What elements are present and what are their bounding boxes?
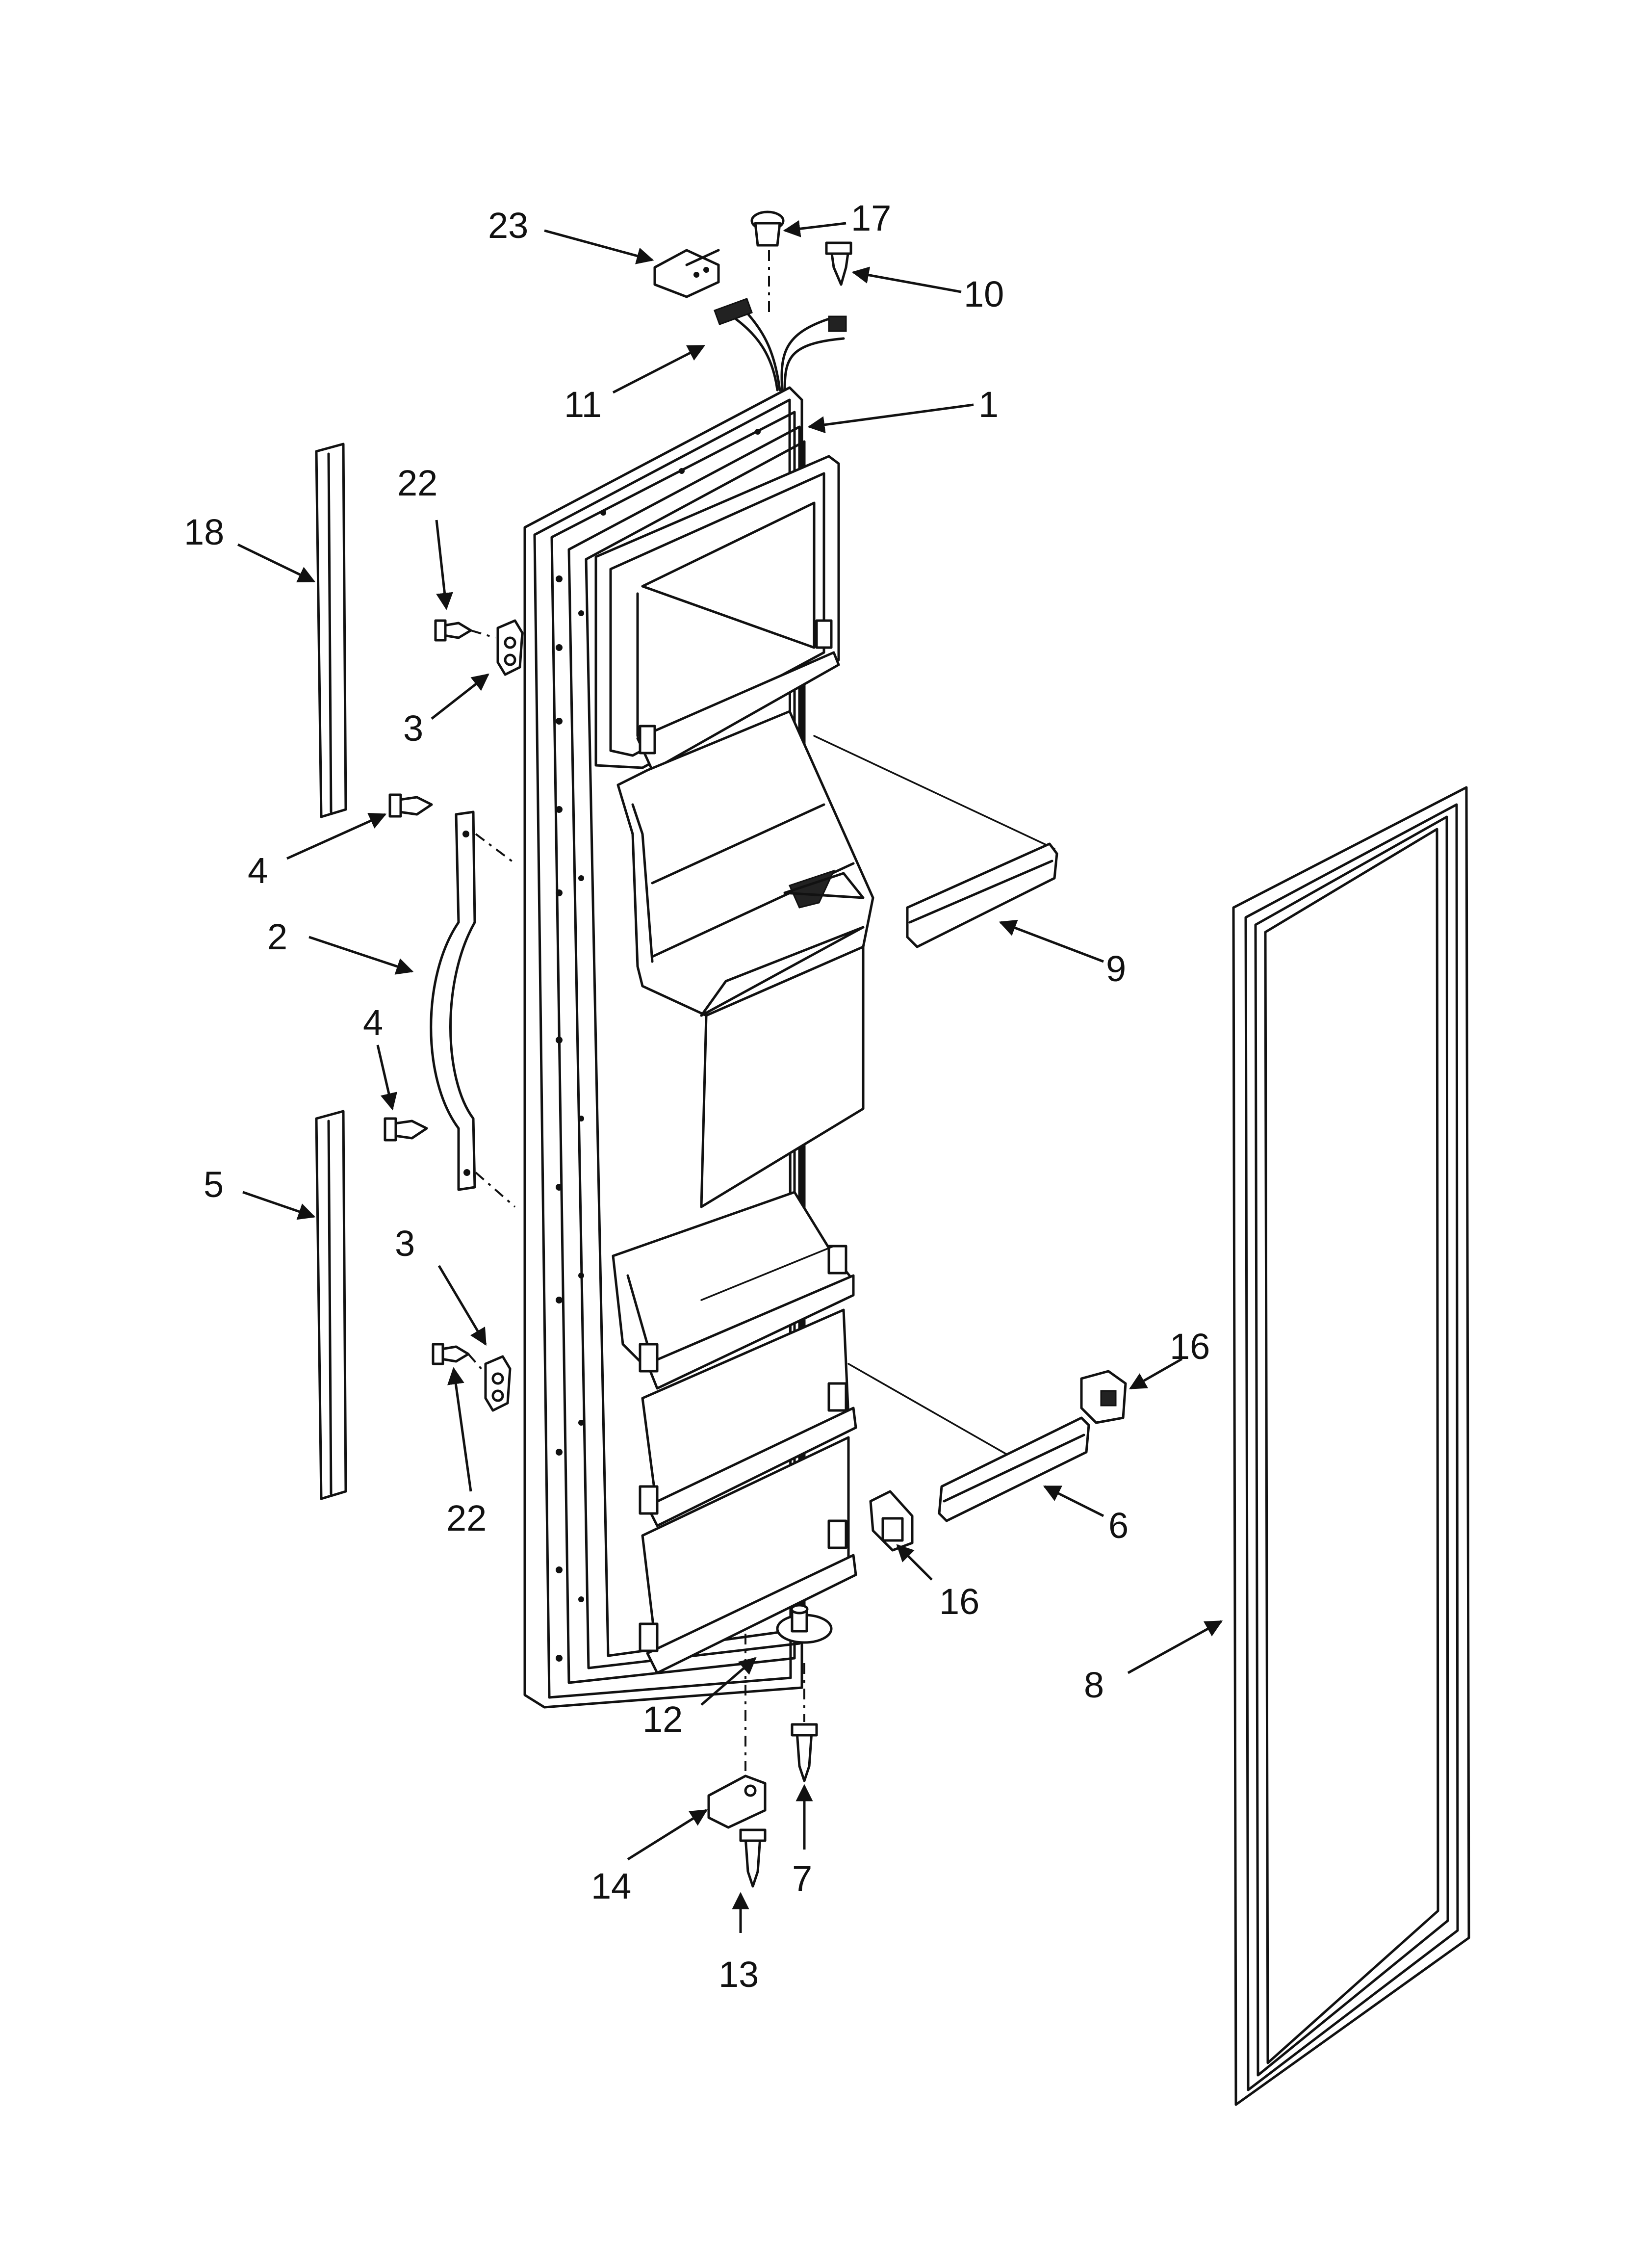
hinge-bracket-upper xyxy=(496,619,524,676)
hinge-bracket-lower xyxy=(484,1355,512,1412)
dispenser-housing xyxy=(616,710,1055,1208)
callout-9: 9 xyxy=(1106,948,1126,989)
screw-7 xyxy=(791,1663,818,1782)
callout-8: 8 xyxy=(1084,1665,1104,1705)
trim-strip-upper xyxy=(315,443,347,818)
connector-23 xyxy=(653,249,720,298)
cam-16-lower xyxy=(869,1490,914,1552)
callout-12: 12 xyxy=(642,1699,683,1740)
screw-4-upper xyxy=(388,793,433,818)
callout-18: 18 xyxy=(184,512,224,552)
hinge-pin-12 xyxy=(744,1604,833,1771)
screw-10 xyxy=(825,241,852,286)
bottom-hinge-14 xyxy=(707,1774,767,1829)
screw-13 xyxy=(739,1828,767,1888)
trim-strip-lower xyxy=(315,1110,347,1500)
callout-7: 7 xyxy=(792,1858,812,1899)
leader-lines xyxy=(237,220,1223,1933)
callout-10: 10 xyxy=(964,274,1004,314)
callout-23: 23 xyxy=(488,205,528,246)
callout-labels: 23 17 10 11 1 18 22 3 4 2 4 5 3 22 9 16 … xyxy=(184,198,1210,1995)
callout-5: 5 xyxy=(204,1164,224,1205)
plug-17 xyxy=(750,210,785,314)
shelf-rail-6 xyxy=(938,1416,1090,1522)
callout-13: 13 xyxy=(718,1954,759,1995)
lower-door-bin-1 xyxy=(639,1308,857,1527)
callout-3-lower: 3 xyxy=(395,1223,415,1264)
callout-16-upper: 16 xyxy=(1170,1326,1210,1367)
lower-door-bin-2 xyxy=(639,1436,857,1674)
screw-22-upper xyxy=(434,619,496,642)
shelf-rail-9 xyxy=(906,842,1058,948)
screw-22-lower xyxy=(432,1343,487,1375)
callout-2: 2 xyxy=(267,916,287,957)
callout-14: 14 xyxy=(591,1866,631,1906)
callout-3-upper: 3 xyxy=(403,708,423,749)
callout-22-upper: 22 xyxy=(397,463,437,503)
callout-22-lower: 22 xyxy=(446,1498,487,1538)
callout-16-lower: 16 xyxy=(939,1581,979,1622)
cam-16-upper xyxy=(1080,1370,1127,1424)
callout-4-lower: 4 xyxy=(363,1002,383,1043)
door-gasket xyxy=(1232,786,1470,2106)
door-screw-holes xyxy=(556,429,761,1662)
wire-harness xyxy=(714,298,847,391)
door-handle xyxy=(430,810,516,1208)
callout-17: 17 xyxy=(851,198,891,238)
middle-door-bin xyxy=(612,1191,1021,1463)
callout-1: 1 xyxy=(978,384,999,425)
callout-6: 6 xyxy=(1108,1505,1129,1546)
screw-4-lower xyxy=(384,1117,428,1142)
upper-door-bin xyxy=(594,455,840,772)
callout-4-upper: 4 xyxy=(248,850,268,891)
callout-11: 11 xyxy=(564,384,602,425)
